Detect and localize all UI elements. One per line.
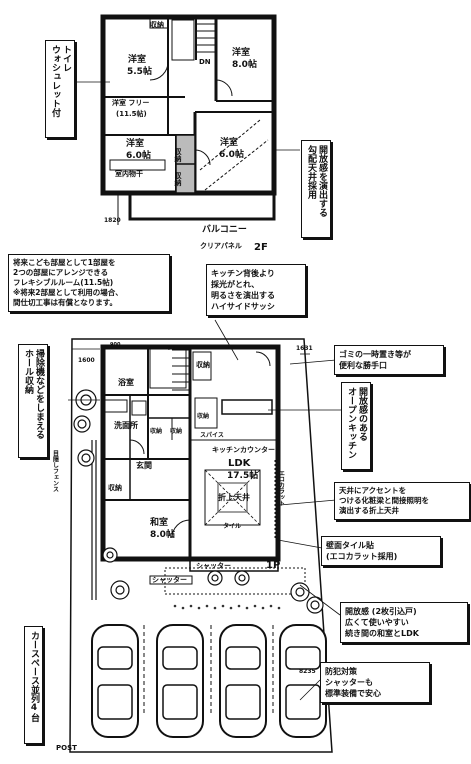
gravel-dots (173, 604, 281, 610)
note-line: トイレ (61, 45, 71, 72)
note-line: ハイサイドサッシ (211, 302, 275, 311)
room-label: 洗面所 (114, 420, 138, 430)
note-line: カースペース並列4台 (29, 631, 39, 722)
note-line: 便利な勝手口 (339, 361, 387, 370)
note-line: ウォシュレット付 (50, 45, 60, 117)
shrub-icon (73, 389, 324, 614)
note-line: 演出する折上天井 (339, 506, 399, 515)
room-label: 洋室 (128, 53, 146, 65)
note-back-door: ゴミの一時置き等が 便利な勝手口 (334, 345, 444, 375)
note-line: オープンキッチン (346, 387, 356, 459)
room-label: 浴室 (118, 377, 134, 387)
room-label: DN (199, 58, 211, 66)
room-label: 収納 (150, 427, 162, 435)
note-line: シャッターも (325, 678, 373, 687)
room-label: シャッター (152, 575, 187, 584)
room-size: 6.0帖 (219, 148, 244, 160)
second-floor-plan (100, 14, 277, 225)
room-label: LDK (228, 458, 252, 469)
dimension: 8235 (299, 668, 316, 675)
room-label: 収納 (174, 147, 183, 163)
first-floor-labels: 1600 1631 900 P3 浴室 収納 洗面所 収納 収納 収納 スパイス… (52, 342, 316, 752)
room-label: エコカラット (278, 470, 285, 506)
note-line: 将来こども部屋として1部屋を (13, 258, 116, 267)
note-line: 続き間の和室とLDK (345, 629, 419, 638)
room-label: 収納 (197, 412, 209, 420)
room-label: 洋室 (232, 46, 250, 58)
room-label: 和室 (149, 516, 168, 528)
room-label: 収納 (174, 171, 183, 187)
note-line: 掃除機などをしまえる (34, 349, 44, 439)
note-line: 開放感を演出する (317, 145, 327, 217)
note-high-side-sash: キッチン背後より 採光がとれ、 明るさを演出する ハイサイドサッシ (206, 264, 306, 316)
room-label: シャッター (196, 561, 231, 570)
note-line: ホール収納 (23, 349, 33, 394)
room-label: タイル (223, 522, 241, 530)
note-ceiling: 開放感を演出する 勾配天井採用 (301, 140, 331, 238)
note-toilet: トイレ ウォシュレット付 (45, 40, 75, 138)
note-hall-storage: 掃除機などをしまえる ホール収納 (18, 344, 48, 458)
note-line: 標準装備で安心 (325, 689, 381, 698)
room-label: 折上天井 (218, 492, 250, 502)
note-line: 天井にアクセントを (339, 486, 407, 495)
note-line: 防犯対策 (325, 667, 357, 676)
room-label: P3 (168, 346, 176, 352)
note-line: キッチン背後より (211, 269, 275, 278)
note-security: 防犯対策 シャッターも 標準装備で安心 (320, 662, 430, 703)
site-boundary (69, 338, 333, 753)
room-label: 玄関 (136, 460, 152, 470)
second-floor-labels: 収納 洋室 5.5帖 洋室 8.0帖 DN 洋室 フリー (11.5帖) 洋室 … (104, 20, 268, 253)
dimension: 1600 (78, 357, 95, 364)
room-label: クリアパネル (200, 241, 242, 250)
room-label: バルコニー (202, 224, 247, 235)
note-line: 開放感のある (357, 387, 367, 441)
room-size: (11.5帖) (116, 109, 147, 118)
note-line: フレキシブルルーム(11.5帖) (13, 278, 114, 287)
room-label: 洋室 フリー (112, 98, 149, 107)
note-line: 広くて使いやすい (345, 618, 409, 627)
room-size: 6.0帖 (126, 149, 151, 161)
note-car-space: カースペース並列4台 (24, 626, 43, 744)
room-label: 収納 (150, 20, 164, 29)
note-japanese-room: 開放感 (2枚引込戸) 広くて使いやすい 続き間の和室とLDK (340, 602, 468, 643)
room-label: 収納 (170, 427, 182, 435)
note-flexible-room: 将来こども部屋として1部屋を 2つの部屋にアレンジできる フレキシブルルーム(1… (8, 254, 170, 312)
room-label: キッチンカウンター (212, 445, 275, 454)
room-label: 収納 (108, 483, 122, 492)
room-label: POST (56, 744, 77, 752)
note-wall-tile: 壁面タイル貼 (エコカラット採用) (321, 536, 441, 566)
note-line: 壁面タイル貼 (326, 541, 374, 550)
car-icon (91, 624, 327, 738)
room-size: 8.0帖 (150, 528, 175, 540)
dimension: 1820 (104, 217, 121, 224)
first-floor-plan (72, 344, 310, 715)
note-raised-ceiling: 天井にアクセントを つける化粧梁と間接照明を 演出する折上天井 (334, 482, 470, 520)
note-line: 開放感 (2枚引込戸) (345, 607, 417, 616)
dimension: 1631 (296, 345, 313, 352)
room-label: 室内物干 (115, 169, 143, 178)
room-label: 洋室 (126, 137, 144, 149)
note-line: 採光がとれ、 (211, 280, 260, 289)
note-line: (エコカラット採用) (326, 552, 398, 561)
floor-label: 2F (254, 242, 268, 253)
note-line: つける化粧梁と間接照明を (339, 496, 429, 505)
room-label: 洋室 (220, 136, 238, 148)
note-open-kitchen: 開放感のある オープンキッチン (341, 382, 371, 470)
floor-label: 1P (266, 560, 280, 571)
note-line: 明るさを演出する (211, 291, 275, 300)
note-line: 勾配天井採用 (306, 145, 316, 199)
note-line: ゴミの一時置き等が (339, 350, 411, 359)
room-size: 5.5帖 (127, 65, 152, 77)
room-size: 17.5帖 (227, 469, 258, 481)
room-label: スパイス (200, 431, 224, 439)
room-label: 収納 (196, 360, 210, 369)
note-line: 間仕切工事は有償となります。 (13, 298, 118, 307)
room-label: 目隠しフェンス (52, 449, 59, 492)
room-size: 8.0帖 (232, 58, 257, 70)
note-line: 2つの部屋にアレンジできる (13, 268, 109, 277)
note-line: ※将来2部屋として利用の場合、 (13, 288, 123, 297)
room-label: 900 (110, 342, 121, 348)
